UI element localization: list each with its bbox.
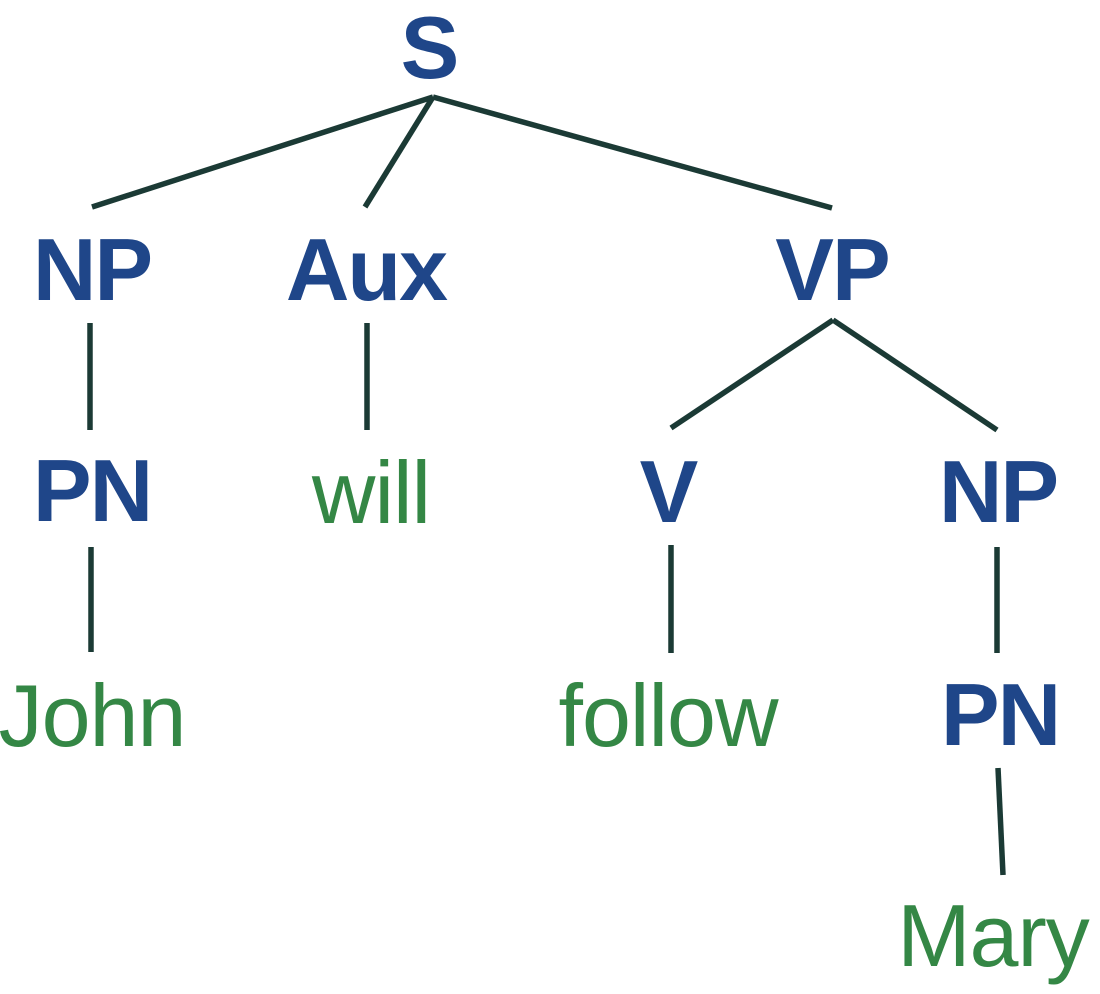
- node-v: V: [639, 442, 699, 541]
- node-np-subject: NP: [32, 220, 153, 319]
- word-john: John: [0, 666, 186, 765]
- edge-vp-np: [831, 317, 999, 433]
- node-pn-subject: PN: [32, 441, 153, 540]
- node-vp: VP: [775, 220, 890, 319]
- edge-pn-mary: [995, 767, 1006, 876]
- word-mary: Mary: [897, 886, 1090, 985]
- node-np-object: NP: [938, 442, 1059, 541]
- edge-vp-v: [669, 317, 835, 431]
- edge-s-np: [91, 94, 434, 210]
- node-s: S: [400, 0, 460, 97]
- word-will: will: [311, 443, 431, 542]
- word-follow: follow: [558, 666, 779, 765]
- node-pn-object: PN: [940, 665, 1061, 764]
- edge-s-aux: [362, 95, 436, 209]
- node-aux: Aux: [285, 220, 448, 319]
- edge-s-vp: [432, 94, 833, 211]
